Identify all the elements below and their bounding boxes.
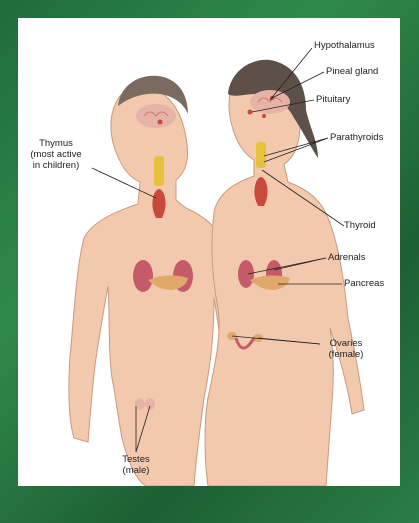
label-thymus-line2: (most active — [20, 149, 92, 160]
label-parathyroids: Parathyroids — [330, 132, 383, 143]
female-figure — [205, 60, 364, 486]
label-testes: Testes (male) — [112, 454, 160, 476]
label-pineal-gland: Pineal gland — [326, 66, 378, 77]
diagram-panel: Hypothalamus Pineal gland Pituitary Para… — [18, 18, 400, 486]
label-thyroid: Thyroid — [344, 220, 376, 231]
label-testes-line1: Testes — [112, 454, 160, 465]
label-ovaries-line1: Ovaries — [322, 338, 370, 349]
label-testes-line2: (male) — [112, 465, 160, 476]
label-ovaries-line2: (female) — [322, 349, 370, 360]
label-hypothalamus: Hypothalamus — [314, 40, 375, 51]
label-thymus-line1: Thymus — [20, 138, 92, 149]
label-thymus-line3: in children) — [20, 160, 92, 171]
label-pituitary: Pituitary — [316, 94, 350, 105]
label-thymus: Thymus (most active in children) — [20, 138, 92, 171]
label-ovaries: Ovaries (female) — [322, 338, 370, 360]
label-pancreas: Pancreas — [344, 278, 384, 289]
label-adrenals: Adrenals — [328, 252, 366, 263]
